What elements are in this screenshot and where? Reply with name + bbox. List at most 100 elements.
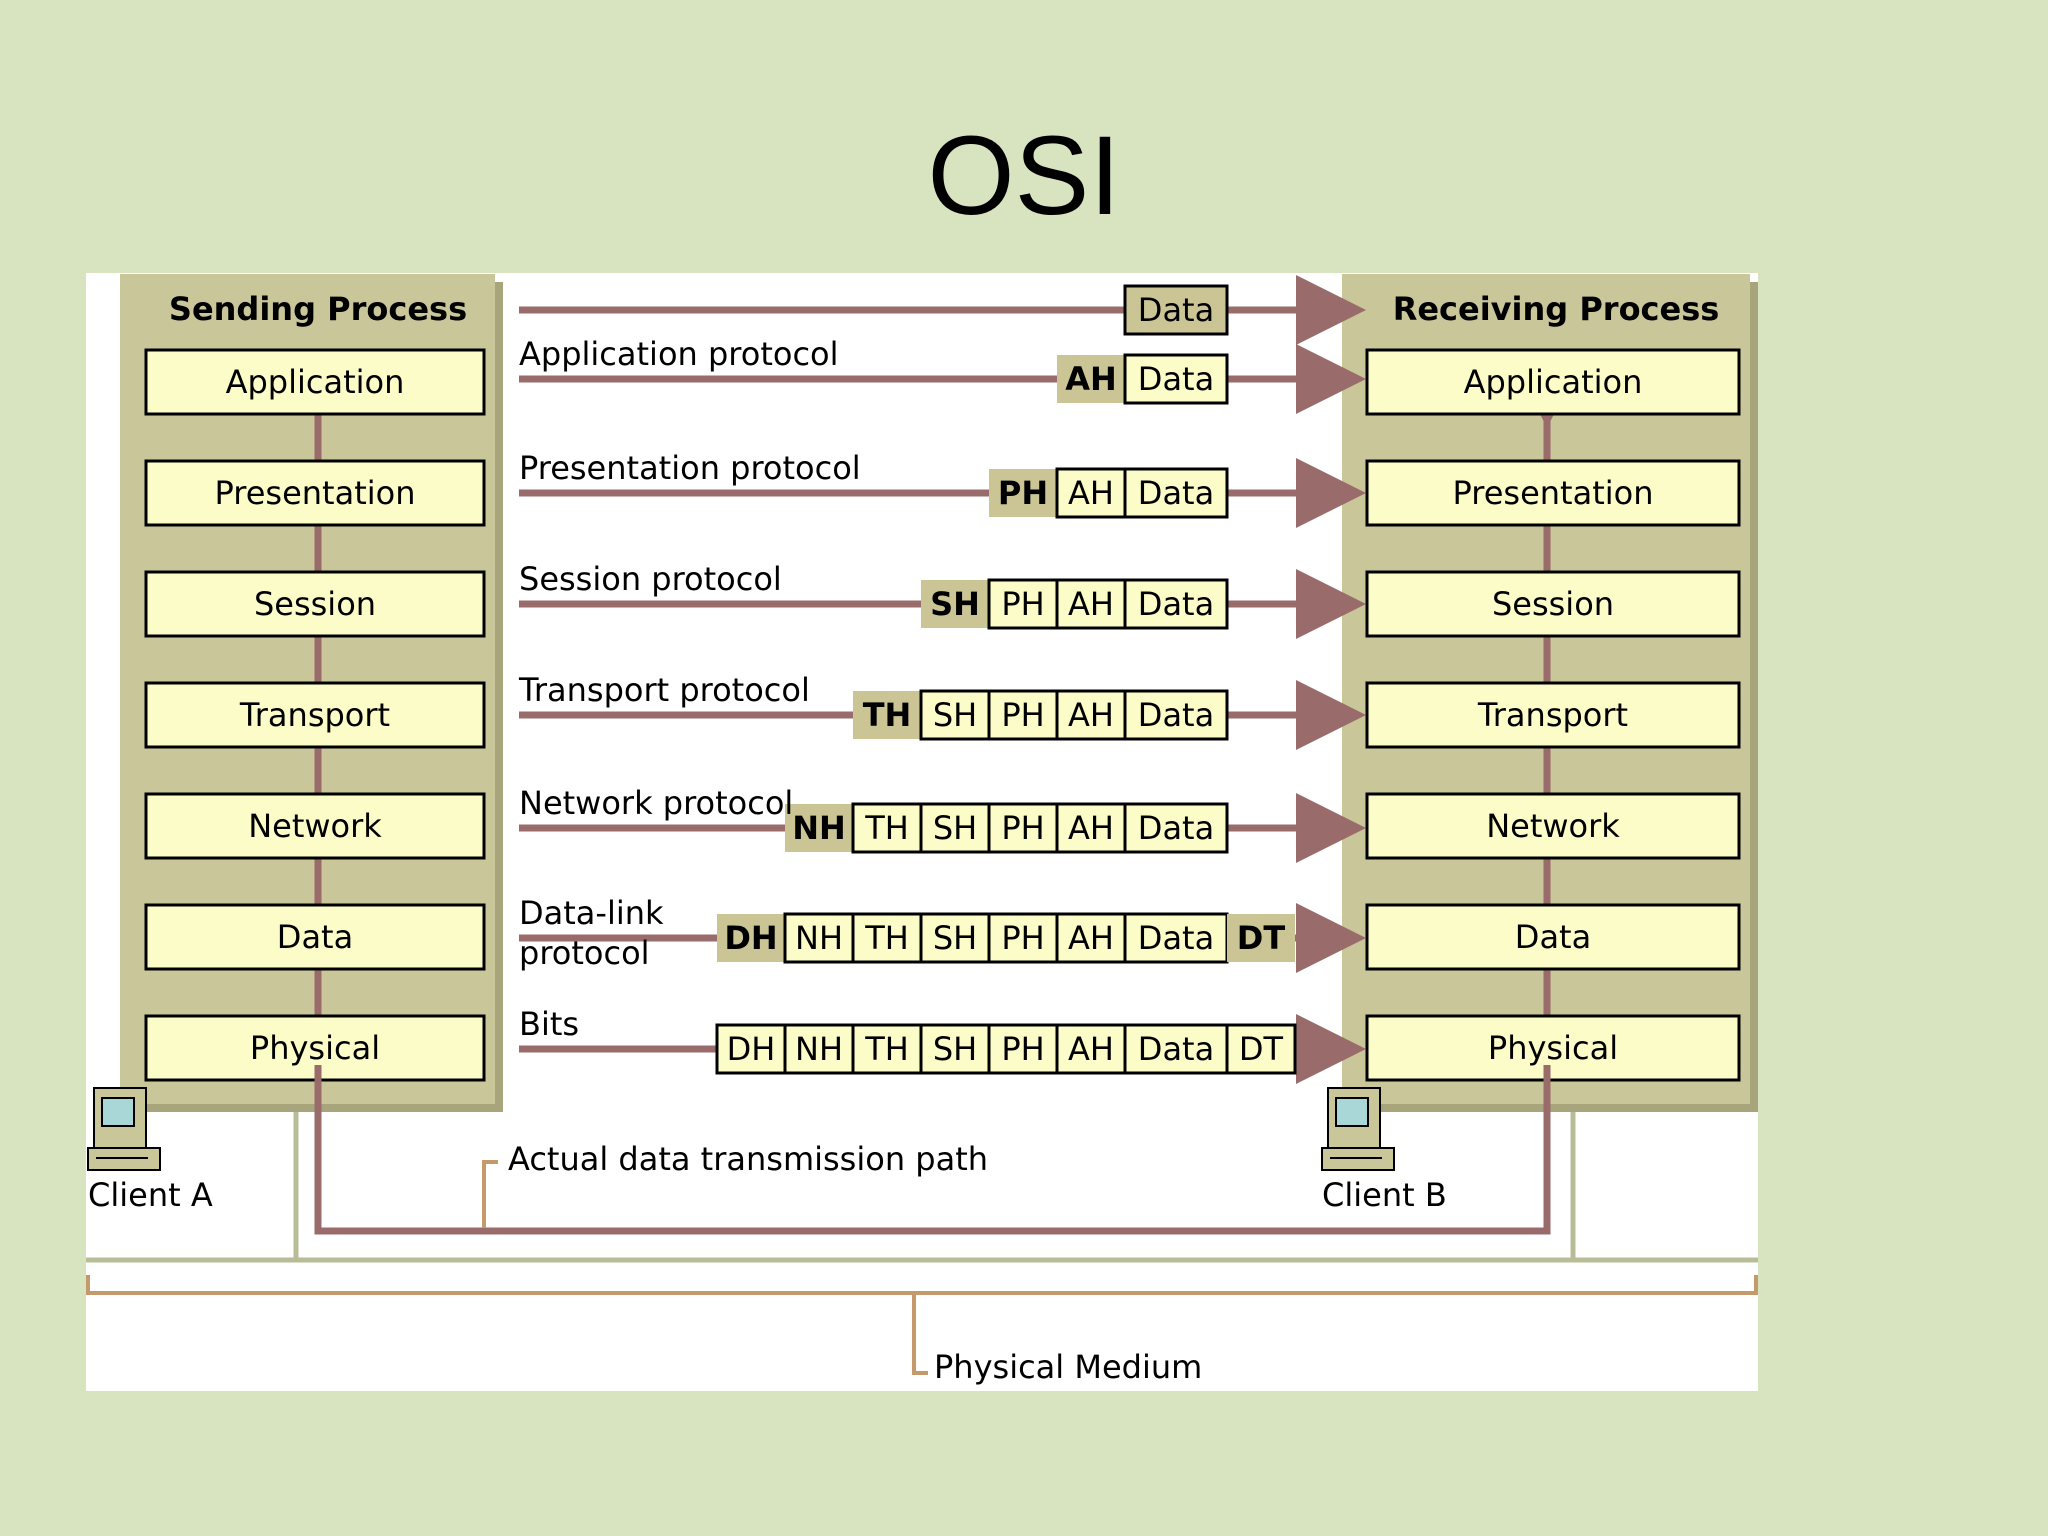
protocol-label: Session protocol bbox=[519, 560, 782, 598]
receiving-layer-label: Session bbox=[1492, 585, 1614, 623]
sending-layer-label: Transport bbox=[239, 696, 390, 734]
sending-layer-network bbox=[144, 792, 486, 860]
header-cell-label: Data bbox=[1138, 809, 1214, 847]
header-cell-label: TH bbox=[864, 809, 909, 847]
header-cell-label: PH bbox=[1001, 919, 1044, 957]
header-cell-label: AH bbox=[1068, 1030, 1114, 1068]
header-cell-dt bbox=[1225, 1023, 1297, 1075]
sending-title: Sending Process bbox=[169, 290, 467, 328]
header-cell-ah bbox=[1055, 912, 1127, 964]
header-cell-label: AH bbox=[1065, 360, 1117, 398]
receiving-layer-label: Data bbox=[1515, 918, 1591, 956]
path-label-bracket bbox=[482, 1160, 498, 1228]
sending-layer-label: Physical bbox=[250, 1029, 380, 1067]
receiving-layer-transport bbox=[1365, 681, 1741, 749]
protocol-label: Transport protocol bbox=[518, 671, 810, 709]
header-cell-label: SH bbox=[933, 696, 977, 734]
protocol-label: protocol bbox=[519, 934, 650, 972]
path-label: Actual data transmission path bbox=[508, 1140, 988, 1178]
sending-layer-data bbox=[144, 903, 486, 971]
header-cell-data bbox=[1123, 802, 1229, 854]
header-cell-sh bbox=[919, 689, 991, 741]
header-cell-label: DH bbox=[724, 919, 777, 957]
header-cell-data bbox=[1123, 353, 1229, 405]
header-cell-label: DT bbox=[1237, 919, 1286, 957]
receiving-layer-label: Network bbox=[1486, 807, 1620, 845]
protocol-label: Bits bbox=[519, 1005, 579, 1043]
computer-icon bbox=[87, 1087, 161, 1171]
receiving-layer-network bbox=[1365, 792, 1741, 860]
header-cell-label: Data bbox=[1138, 585, 1214, 623]
header-cell-label: NH bbox=[792, 809, 846, 847]
receiving-layer-label: Application bbox=[1464, 363, 1643, 401]
header-cell-label: PH bbox=[998, 474, 1048, 512]
header-cell-ph bbox=[987, 1023, 1059, 1075]
client-b-label: Client B bbox=[1322, 1176, 1447, 1214]
receiving-layer-label: Presentation bbox=[1453, 474, 1654, 512]
medium-bracket bbox=[86, 1275, 1758, 1295]
header-cell-data bbox=[1123, 284, 1229, 336]
receiving-layer-session bbox=[1365, 570, 1741, 638]
header-cell-label: AH bbox=[1068, 585, 1114, 623]
medium-label: Physical Medium bbox=[934, 1348, 1202, 1386]
header-cell-label: Data bbox=[1138, 1030, 1214, 1068]
header-cell-ph bbox=[989, 469, 1057, 517]
receiving-layer-application bbox=[1365, 348, 1741, 416]
sending-layer-label: Network bbox=[248, 807, 382, 845]
protocol-label: Data-link bbox=[519, 894, 664, 932]
header-cell-label: TH bbox=[864, 1030, 909, 1068]
sending-layers: ApplicationPresentationSessionTransportN… bbox=[144, 348, 486, 1082]
header-cell-dh bbox=[717, 914, 785, 962]
header-cell-label: SH bbox=[930, 585, 980, 623]
receiving-title: Receiving Process bbox=[1393, 290, 1720, 328]
computer-icon bbox=[1321, 1087, 1395, 1171]
header-cell-label: DT bbox=[1239, 1030, 1284, 1068]
sending-layer-presentation bbox=[144, 459, 486, 527]
header-cell-label: SH bbox=[933, 919, 977, 957]
header-cell-label: AH bbox=[1068, 696, 1114, 734]
receiving-layers: ApplicationPresentationSessionTransportN… bbox=[1365, 348, 1741, 1082]
header-cell-label: Data bbox=[1138, 696, 1214, 734]
header-cell-ph bbox=[987, 689, 1059, 741]
header-cell-ah bbox=[1055, 689, 1127, 741]
header-cell-ah bbox=[1057, 355, 1125, 403]
header-cell-label: NH bbox=[795, 1030, 843, 1068]
receiving-layer-physical bbox=[1365, 1014, 1741, 1082]
header-cell-label: TH bbox=[864, 919, 909, 957]
header-cell-nh bbox=[785, 804, 853, 852]
receiving-layer-label: Transport bbox=[1477, 696, 1628, 734]
header-cell-label: AH bbox=[1068, 919, 1114, 957]
header-cell-sh bbox=[919, 802, 991, 854]
header-cell-label: Data bbox=[1138, 474, 1214, 512]
header-cell-th bbox=[851, 802, 923, 854]
protocol-row: Data bbox=[519, 275, 1366, 345]
header-cell-sh bbox=[921, 580, 989, 628]
header-cell-label: DH bbox=[727, 1030, 776, 1068]
protocol-label: Application protocol bbox=[519, 335, 839, 373]
slide-title: OSI bbox=[927, 113, 1121, 238]
client-a-label: Client A bbox=[88, 1176, 213, 1214]
header-cell-label: SH bbox=[933, 1030, 977, 1068]
receiving-layer-presentation bbox=[1365, 459, 1741, 527]
protocol-label: Network protocol bbox=[519, 784, 793, 822]
sending-layer-label: Data bbox=[277, 918, 353, 956]
sending-layer-application bbox=[144, 348, 486, 416]
protocol-row: SH PH AH Data Session protocol bbox=[519, 560, 1366, 639]
header-cell-label: PH bbox=[1001, 585, 1044, 623]
sending-layer-label: Presentation bbox=[215, 474, 416, 512]
sending-layer-label: Session bbox=[254, 585, 376, 623]
protocol-label: Presentation protocol bbox=[519, 449, 861, 487]
header-cell-label: Data bbox=[1138, 291, 1214, 329]
sending-layer-label: Application bbox=[226, 363, 405, 401]
header-cell-label: PH bbox=[1001, 809, 1044, 847]
header-cell-th bbox=[853, 691, 921, 739]
sending-layer-session bbox=[144, 570, 486, 638]
medium-bracket-stem bbox=[912, 1293, 928, 1375]
